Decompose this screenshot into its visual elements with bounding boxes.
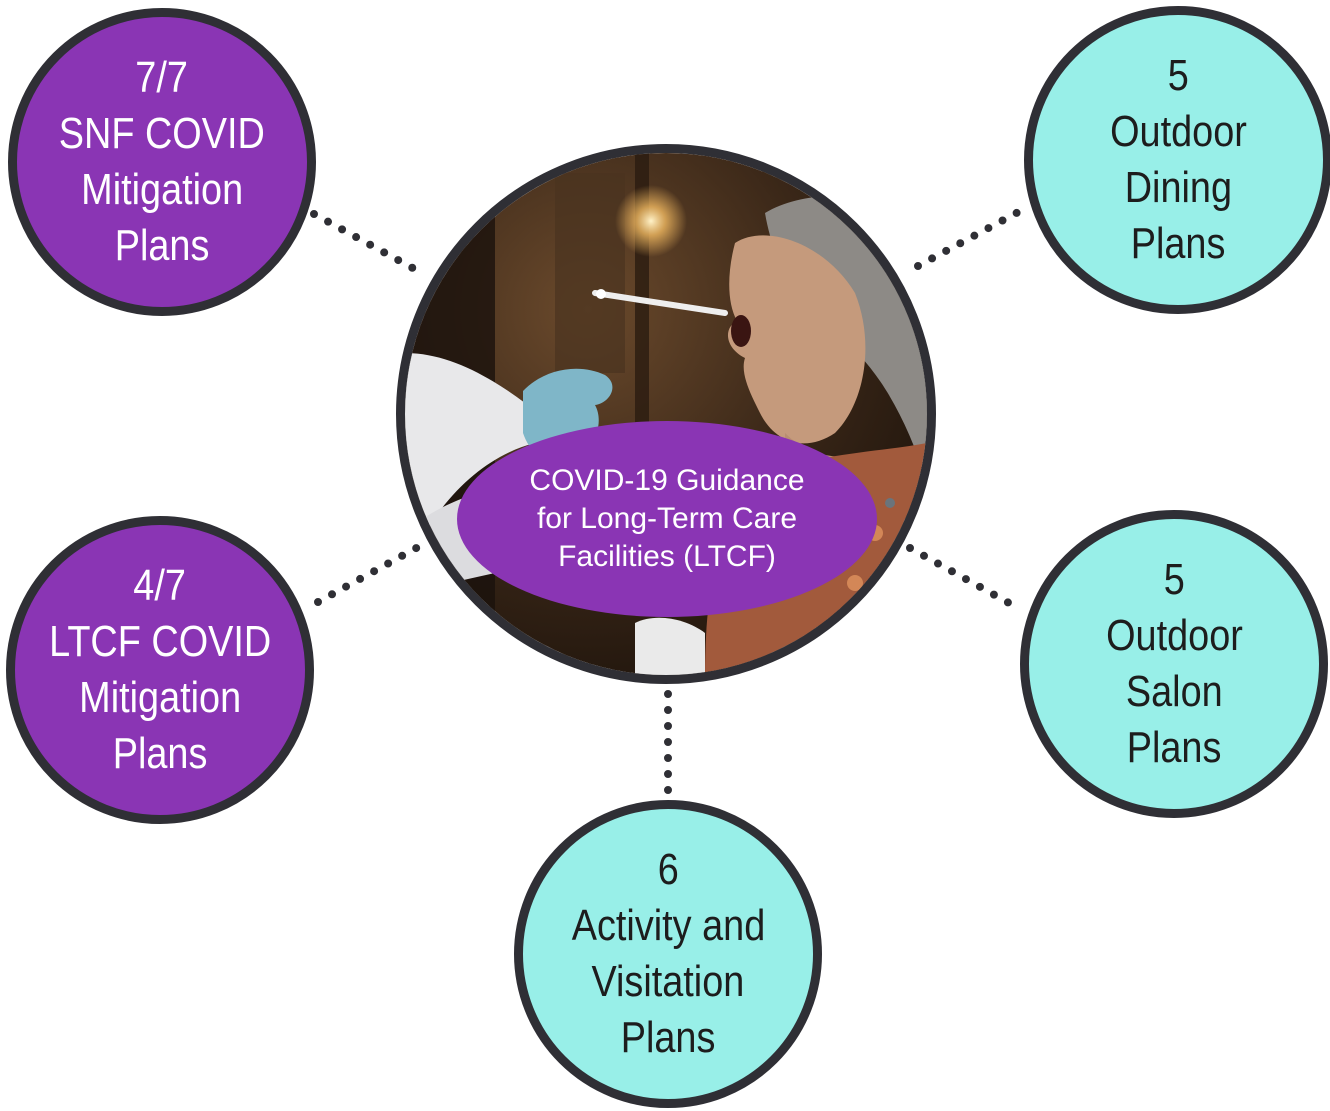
node-label-line: Plans (1130, 219, 1226, 268)
center-title-line-3: Facilities (LTCF) (558, 540, 776, 573)
center-title-oval: COVID-19 Guidance for Long-Term Care Fac… (457, 421, 877, 617)
node-label-line: LTCF COVID (48, 617, 272, 666)
center-title-line-2: for Long-Term Care (536, 502, 798, 535)
node-label-line: Activity and (571, 901, 765, 950)
node-label-line: Plans (114, 221, 210, 270)
connector-salon (906, 544, 1022, 612)
node-count: 6 (657, 845, 679, 894)
node-count: 4/7 (133, 561, 187, 610)
center-photo-circle: COVID-19 Guidance for Long-Term Care Fac… (396, 144, 936, 684)
node-label-line: Outdoor (1105, 611, 1243, 660)
node-count: 7/7 (135, 53, 189, 102)
node-label-line: Mitigation (81, 165, 243, 214)
node-snf-covid-mitigation: 7/7 SNF COVID Mitigation Plans (8, 8, 316, 316)
connector-dining (914, 206, 1026, 270)
node-outdoor-dining: 5 Outdoor Dining Plans (1024, 6, 1330, 314)
node-label-line: Visitation (591, 957, 745, 1006)
connector-ltcf (314, 542, 424, 606)
node-label-line: Mitigation (79, 673, 241, 722)
node-label-line: Plans (112, 729, 208, 778)
node-label-line: Dining (1124, 163, 1232, 212)
node-ltcf-covid-mitigation: 4/7 LTCF COVID Mitigation Plans (6, 516, 314, 824)
node-label-line: Plans (1126, 723, 1222, 772)
node-label-line: SNF COVID (58, 109, 266, 158)
node-label-line: Plans (620, 1013, 716, 1062)
node-count: 5 (1163, 555, 1185, 604)
node-count: 5 (1167, 51, 1189, 100)
center-title-line-1: COVID-19 Guidance (529, 464, 805, 497)
node-label-line: Outdoor (1109, 107, 1247, 156)
connector-snf (310, 210, 424, 276)
node-label-line: Salon (1125, 667, 1223, 716)
node-outdoor-salon: 5 Outdoor Salon Plans (1020, 510, 1328, 818)
node-activity-visitation: 6 Activity and Visitation Plans (514, 800, 822, 1108)
